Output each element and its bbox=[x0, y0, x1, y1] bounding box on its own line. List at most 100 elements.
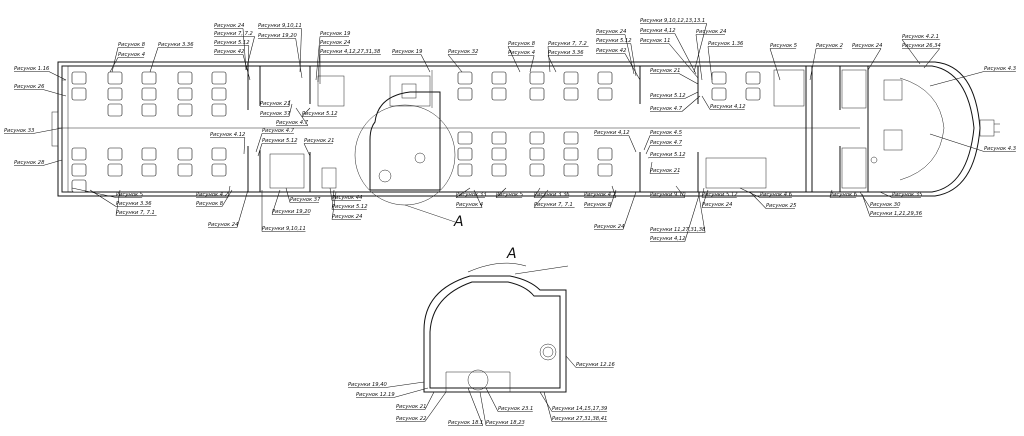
callout: Рисунки 4,12,27,31,38 bbox=[319, 49, 381, 84]
leader-line bbox=[861, 193, 871, 217]
seat bbox=[529, 147, 545, 161]
leader-line bbox=[247, 45, 250, 77]
callout: Рисунок 37 bbox=[285, 187, 321, 203]
callout-text: Рисунок 33 bbox=[4, 128, 34, 134]
callout: Рисунки 9,10,11 bbox=[258, 23, 302, 73]
seat bbox=[597, 147, 613, 161]
callout: Рисунки 19,20 bbox=[271, 189, 312, 215]
view-a-marker: A bbox=[453, 214, 464, 230]
seat bbox=[457, 163, 473, 177]
wheelchair-area bbox=[317, 70, 433, 108]
seat bbox=[563, 71, 579, 85]
seat bbox=[177, 163, 193, 177]
leader-line bbox=[424, 391, 435, 410]
callout: Рисунок 21 bbox=[650, 68, 699, 85]
callout: Рисунок 18.1 bbox=[448, 387, 483, 426]
callout: Рисунок 8 bbox=[196, 189, 233, 207]
seat bbox=[211, 147, 227, 161]
leader-line bbox=[645, 145, 651, 155]
leader-line bbox=[245, 36, 255, 71]
callout-text: Рисунок 4.7 bbox=[276, 120, 309, 126]
leader-line bbox=[701, 189, 709, 208]
leader-line bbox=[707, 46, 713, 81]
leader-line bbox=[701, 187, 705, 198]
callout: Рисунок 19 bbox=[315, 31, 350, 81]
callout-text: Рисунок 5 bbox=[496, 192, 524, 198]
callout-text: Рисунок 5 bbox=[116, 192, 144, 198]
callout-text: Рисунок 21 bbox=[304, 138, 334, 144]
leader-line bbox=[255, 133, 263, 153]
seat bbox=[211, 87, 227, 101]
callout: Рисунок 28 bbox=[14, 159, 63, 166]
callout-text: Рисунок 21 bbox=[650, 68, 680, 74]
leader-line bbox=[668, 43, 699, 79]
callout: Рисунок 42 bbox=[596, 48, 641, 81]
leader-line bbox=[42, 89, 67, 97]
leader-line bbox=[649, 161, 653, 174]
callout-text: Рисунки 5.12 bbox=[262, 138, 298, 144]
leader-line bbox=[42, 159, 63, 166]
leader-line bbox=[329, 187, 333, 201]
callout-text: Рисунок 32 bbox=[448, 49, 478, 55]
seat bbox=[141, 147, 157, 161]
callout-text: Рисунки 9,10 bbox=[650, 192, 686, 198]
seat bbox=[745, 87, 761, 101]
leader-line bbox=[455, 187, 471, 198]
seat bbox=[71, 71, 87, 85]
callout: Рисунок 24 bbox=[695, 29, 726, 81]
callout-text: Рисунок 37 bbox=[290, 197, 321, 203]
callout: Рисунок 37 bbox=[260, 103, 293, 117]
seat bbox=[71, 147, 87, 161]
callout-text: Рисунок 4 bbox=[508, 50, 535, 56]
callout-text: Рисунки 4,12 bbox=[594, 130, 630, 136]
callout-text: Рисунок 4.7 bbox=[262, 128, 295, 134]
callout: Рисунки 4,12 bbox=[701, 95, 746, 110]
callout-text: Рисунок 30 bbox=[870, 202, 901, 208]
callout: Рисунки 5.12 bbox=[214, 40, 250, 77]
leader-line bbox=[923, 48, 940, 69]
leader-line bbox=[901, 39, 921, 65]
leader-line bbox=[473, 189, 483, 208]
leader-line bbox=[701, 95, 711, 110]
callout-text: Рисунок 24 bbox=[320, 40, 350, 46]
callout: Рисунки 19,20 bbox=[258, 33, 303, 79]
leader-line bbox=[929, 71, 985, 87]
callout: Рисунок 35 bbox=[879, 191, 923, 198]
leader-line bbox=[89, 189, 117, 207]
callout-text: Рисунки 4,12 bbox=[640, 28, 676, 34]
callout: Рисунок 5 bbox=[769, 43, 798, 81]
callout-text: Рисунки 9,10,11 bbox=[262, 226, 306, 232]
leader-line bbox=[697, 189, 706, 233]
callout: Рисунок 21 bbox=[303, 138, 334, 157]
leader-line bbox=[630, 43, 637, 77]
callout: Рисунки 9,10,12,13,13.1 bbox=[640, 18, 707, 73]
callout: Рисунок 4.7 bbox=[645, 140, 683, 155]
callout-text: Рисунки 3.36 bbox=[158, 42, 194, 48]
leader-line bbox=[303, 143, 311, 157]
leader-line bbox=[495, 187, 507, 198]
callout-text: Рисунок 18.1 bbox=[448, 420, 483, 426]
callout: Рисунки 18,23 bbox=[479, 391, 525, 426]
leader-line bbox=[149, 47, 159, 73]
callout-text: Рисунки 14,15,17,39 bbox=[552, 406, 607, 412]
callout-text: Рисунок 35 bbox=[892, 192, 923, 198]
leader-line bbox=[109, 57, 119, 73]
callout-text: Рисунок 24 bbox=[214, 23, 244, 29]
callout: Рисунок 4.7 bbox=[255, 128, 295, 153]
callout: Рисунок 6 bbox=[829, 189, 858, 198]
callout-text: Рисунок 24 bbox=[696, 29, 726, 35]
seat bbox=[597, 87, 613, 101]
leader-line bbox=[48, 71, 67, 81]
callout: Рисунок 4.7 bbox=[650, 95, 701, 112]
callout-text: Рисунок 4.7 bbox=[650, 106, 683, 112]
leader-line bbox=[331, 191, 337, 220]
callout: Рисунки 5.12 bbox=[596, 38, 637, 77]
callout-text: Рисунок 44 bbox=[332, 195, 362, 201]
leader-line bbox=[565, 355, 577, 368]
callout-text: Рисунки 11,27,31,38 bbox=[650, 227, 706, 233]
leader-line bbox=[32, 127, 63, 134]
seat bbox=[177, 71, 193, 85]
callout-text: Рисунок 24 bbox=[594, 224, 624, 230]
callout-text: Рисунок 4.7 bbox=[650, 140, 683, 146]
